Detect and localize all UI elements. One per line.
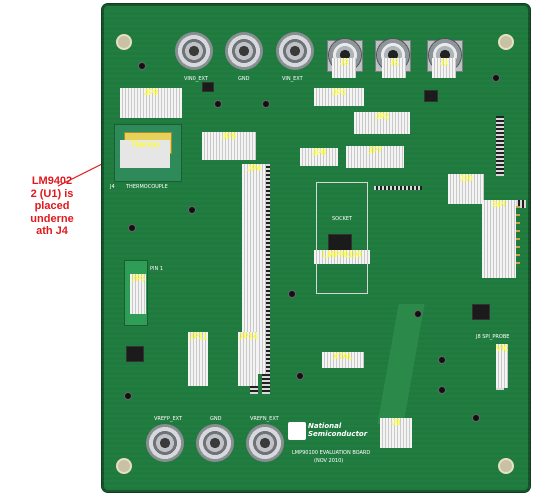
test-point <box>288 290 296 298</box>
national-semiconductor-logo <box>288 422 306 440</box>
ic-small <box>472 304 490 320</box>
note-jp1: JP1 <box>314 88 364 106</box>
board-date: (NOV 2010) <box>314 458 344 464</box>
note-terminal: JP3 <box>130 274 146 314</box>
ic-small <box>126 346 144 362</box>
note-crystal: XTAL <box>322 352 364 368</box>
note-jp5: JP5 <box>202 132 256 160</box>
silk-vrefn-ext: VREFN_EXT <box>250 416 279 422</box>
note-jp9: JP9 <box>120 88 182 118</box>
test-point <box>188 206 196 214</box>
test-point <box>472 414 480 422</box>
callout-line-1: LM9402 <box>31 175 73 187</box>
connector-j13 <box>246 424 284 462</box>
pin-header-vin-2 <box>262 164 270 394</box>
test-point <box>296 372 304 380</box>
ic-small <box>424 90 438 102</box>
note-j9: J9 <box>380 418 412 448</box>
connector-j6 <box>225 32 263 70</box>
silk-pin1: PIN 1 <box>150 266 164 272</box>
callout-line-3: placed <box>34 200 70 212</box>
silk-vin-ext: VIN_EXT <box>282 76 303 82</box>
callout-line-5: ath J4 <box>36 225 68 237</box>
pin-header-gpio <box>496 116 504 176</box>
test-point <box>124 392 132 400</box>
silk-gnd-bottom: GND <box>210 416 222 422</box>
callout-text: LM9402 2 (U1) is placed underne ath J4 <box>2 175 102 238</box>
note-jp8: JP8 <box>300 148 338 166</box>
note-jp2: JP2 <box>354 112 410 134</box>
connector-j11 <box>146 424 184 462</box>
connector-j12 <box>196 424 234 462</box>
board-title: LMP90100 EVALUATION BOARD <box>292 450 371 456</box>
note-j3: J3 <box>332 58 356 78</box>
silk-socket: SOCKET <box>332 216 353 222</box>
note-j10: J10 <box>448 174 484 204</box>
callout-line-4: underne <box>30 212 74 225</box>
mounting-hole <box>116 34 132 50</box>
note-j2: J2 <box>382 58 406 78</box>
mounting-hole <box>498 458 514 474</box>
note-j8: VIO <box>496 344 508 388</box>
mounting-hole <box>498 34 514 50</box>
note-jp11: JP11 <box>188 332 208 386</box>
note-edge: SPI <box>482 200 516 278</box>
test-point <box>138 62 146 70</box>
brand-line-1: National <box>308 422 342 430</box>
test-point <box>414 310 422 318</box>
callout-line-2: 2 (U1) is <box>30 187 74 200</box>
test-point <box>262 100 270 108</box>
ic-small <box>202 82 214 92</box>
silk-j4: J4 <box>110 184 115 190</box>
note-thermo: Thermo <box>120 140 170 168</box>
socket-outline <box>316 182 368 294</box>
test-point <box>214 100 222 108</box>
test-point <box>128 224 136 232</box>
note-jp7: JP7 <box>346 146 404 168</box>
note-jp14: JP14 <box>238 332 258 386</box>
test-point <box>438 386 446 394</box>
test-point <box>438 356 446 364</box>
silk-vrefp-ext: VREFP_EXT <box>154 416 182 422</box>
test-point <box>492 74 500 82</box>
connector-j5 <box>276 32 314 70</box>
evaluation-board: VIN0_EXT GND VIN_EXT VREFP_EXT GND VREFN… <box>102 4 530 492</box>
brand-line-2: Semiconductor <box>308 430 368 438</box>
trace <box>377 304 425 424</box>
connector-j7 <box>175 32 213 70</box>
silk-j8: J8 SPI_PROBE <box>476 334 510 340</box>
silk-vin0-ext: VIN0_EXT <box>184 76 208 82</box>
note-u1: LMP90100 <box>314 250 370 264</box>
note-j1: J1 <box>432 58 456 78</box>
resistor-row <box>374 186 422 190</box>
silk-gnd: GND <box>238 76 250 82</box>
silk-thermocouple: THERMOCOUPLE <box>126 184 168 190</box>
mounting-hole <box>116 458 132 474</box>
